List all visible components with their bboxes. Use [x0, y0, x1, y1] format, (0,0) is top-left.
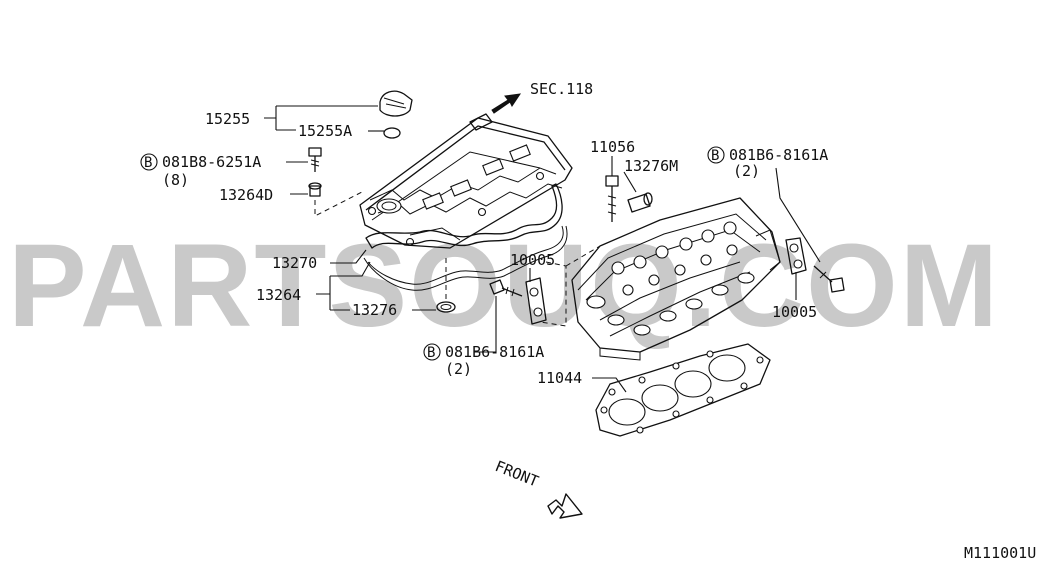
- label-bolt-081b8: 081B8-6251A: [162, 153, 261, 171]
- label-bolt-081b6-right: 081B6-8161A: [729, 146, 828, 164]
- gallery-plug-13276m[interactable]: [627, 192, 653, 213]
- label-10005-left: 10005: [510, 251, 555, 269]
- label-bolt-081b6-bottom-qty: (2): [445, 360, 472, 378]
- label-13264d: 13264D: [219, 186, 273, 204]
- leader-lines: [264, 105, 821, 393]
- head-bolt-11056[interactable]: [605, 175, 619, 222]
- front-arrow-icon: [547, 493, 583, 519]
- bolt-symbol-letter: B: [711, 148, 719, 164]
- label-11044: 11044: [537, 369, 582, 387]
- lifting-hook-right[interactable]: [785, 237, 807, 275]
- label-13270: 13270: [272, 254, 317, 272]
- bolt-symbol-letter: B: [427, 345, 435, 361]
- bolt-symbol-icon: B: [707, 146, 725, 164]
- bracket-bolt-left[interactable]: [489, 279, 523, 297]
- bolt-symbol-icon: B: [140, 153, 158, 171]
- valve-cover-gasket[interactable]: [363, 183, 568, 291]
- label-bolt-081b6-right-qty: (2): [733, 162, 760, 180]
- bracket-bolt-right[interactable]: [813, 265, 845, 293]
- cover-bolt-081b8[interactable]: [308, 147, 322, 172]
- cover-bolt-13264d[interactable]: [308, 182, 322, 197]
- spark-plug-tube-seal[interactable]: [436, 301, 456, 313]
- label-10005-right: 10005: [772, 303, 817, 321]
- sec-118-arrow-icon: [491, 93, 522, 114]
- front-label: FRONT: [493, 457, 542, 491]
- label-bolt-081b6-bottom: 081B6-8161A: [445, 343, 544, 361]
- head-gasket[interactable]: [595, 343, 771, 437]
- valve-cover[interactable]: [359, 113, 573, 249]
- label-13276: 13276: [352, 301, 397, 319]
- cylinder-head[interactable]: [571, 197, 781, 361]
- bolt-symbol-icon: B: [423, 343, 441, 361]
- figure-code: M111001U: [964, 544, 1036, 562]
- label-15255a: 15255A: [298, 122, 352, 140]
- label-bolt-081b8-qty: (8): [162, 171, 189, 189]
- label-13276m: 13276M: [624, 157, 678, 175]
- label-sec-118[interactable]: SEC.118: [530, 80, 593, 98]
- label-11056: 11056: [590, 138, 635, 156]
- label-15255: 15255: [205, 110, 250, 128]
- lifting-hook-left[interactable]: [525, 277, 547, 325]
- label-13264: 13264: [256, 286, 301, 304]
- oil-filler-cap[interactable]: [379, 90, 413, 139]
- filler-cap-gasket: [383, 127, 401, 139]
- bolt-symbol-letter: B: [144, 155, 152, 171]
